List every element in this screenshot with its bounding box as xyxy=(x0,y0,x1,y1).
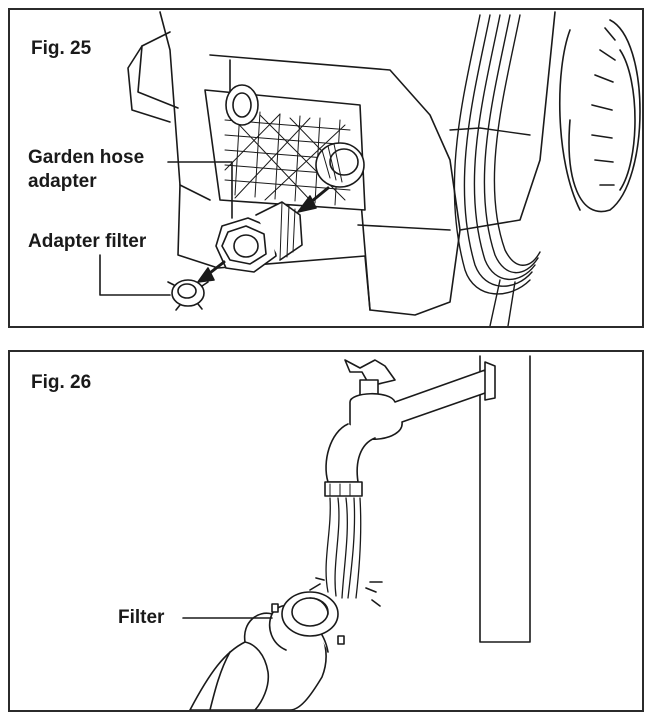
leader-adapter-filter xyxy=(99,254,171,296)
pressure-washer-illustration xyxy=(99,11,641,326)
water-stream xyxy=(307,497,383,607)
adapter-filter xyxy=(167,279,209,311)
adapter-filter-label: Adapter filter xyxy=(28,230,149,254)
figure-25-title: Fig. 25 xyxy=(31,38,92,59)
leader-garden-hose xyxy=(167,161,233,219)
hose-coil xyxy=(449,14,541,326)
faucet xyxy=(324,359,496,497)
garden-hose-adapter-label-line2: adapter xyxy=(28,170,99,194)
wall-post xyxy=(479,355,531,643)
garden-hose-adapter-label-line1: Garden hose xyxy=(28,146,147,170)
wheel xyxy=(558,19,641,213)
filter-part xyxy=(271,591,345,645)
garden-hose-adapter xyxy=(215,201,303,273)
figure-26-panel: Fig. 26 Filter xyxy=(8,350,644,712)
faucet-rinse-illustration xyxy=(182,355,531,710)
figure-25-panel: Fig. 25 Garden hose adapter Adapter filt… xyxy=(8,8,644,328)
water-inlet-thread xyxy=(315,142,365,188)
filter-label: Filter xyxy=(118,606,167,630)
figure-26-title: Fig. 26 xyxy=(31,372,92,393)
